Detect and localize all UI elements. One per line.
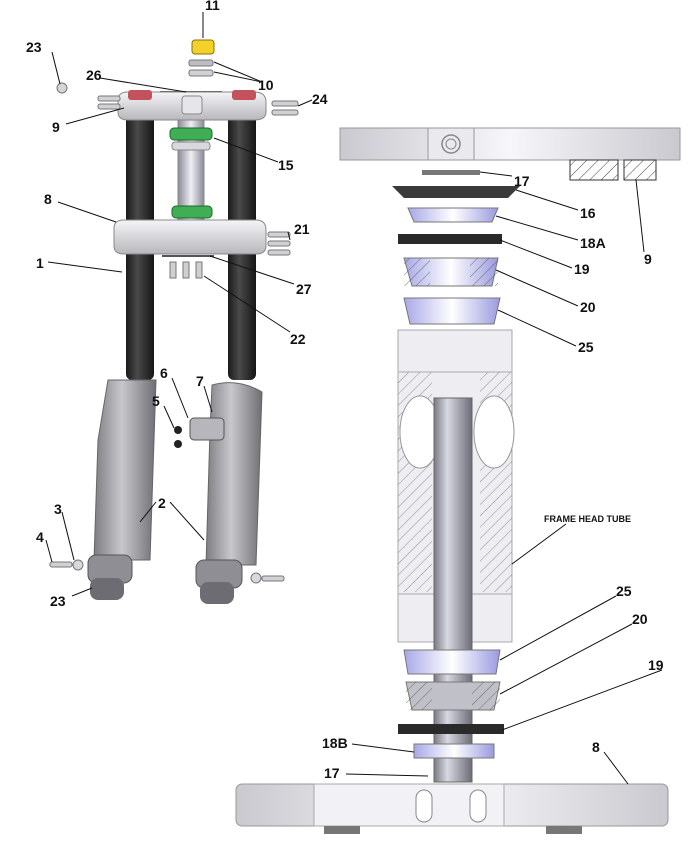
callout-17-bottom: 17: [324, 765, 340, 781]
callout-18a: 18A: [580, 235, 606, 251]
callout-20-top: 20: [580, 299, 596, 315]
bracket-bolt: [174, 440, 182, 448]
callout-18b: 18B: [322, 735, 348, 751]
callout-9-right: 9: [644, 251, 652, 267]
clamp-bolt-part: [97, 95, 121, 102]
stem-bearing-bottom: [171, 205, 213, 219]
callout-25-bottom: 25: [616, 583, 632, 599]
leader-lines-left: [45, 12, 313, 597]
lower-clamp-bolt: [267, 231, 291, 238]
callout-24: 24: [312, 91, 328, 107]
stud-part: [182, 261, 190, 279]
callout-4: 4: [36, 529, 44, 545]
section-bottom-foot-left: [324, 826, 360, 834]
fork-assembly: [49, 39, 299, 604]
section-ring-19-lower: [398, 724, 504, 734]
axle-bolt-part: [261, 575, 285, 582]
callout-20-bottom: 20: [632, 611, 648, 627]
callout-10: 10: [258, 77, 274, 93]
section-race-18a: [407, 207, 499, 223]
lower-leg-right: [205, 382, 263, 566]
callout-23-top: 23: [26, 39, 42, 55]
cap-bolt-part: [56, 82, 68, 94]
axle-washer-part: [250, 572, 262, 584]
section-bottom-slot-left: [415, 789, 433, 823]
callout-27: 27: [296, 281, 312, 297]
stud-part: [169, 261, 177, 279]
foot-right: [200, 582, 234, 604]
nut-part: [188, 59, 214, 67]
section-clamp-hatch: [569, 159, 619, 181]
callout-7: 7: [196, 373, 204, 389]
callout-26: 26: [86, 67, 102, 83]
stem-bearing-top: [169, 127, 213, 141]
callout-21: 21: [294, 221, 310, 237]
section-bearing-20-hatch-l: [404, 258, 430, 286]
section-bearing-20-hatch-r: [470, 258, 498, 286]
stud-part: [195, 261, 203, 279]
section-bearing-20-lower-hatch-r: [472, 682, 500, 710]
bracket-bolt: [174, 426, 182, 434]
clamp-bolt-part: [271, 109, 299, 116]
clamp-bolt-part: [97, 103, 121, 110]
section-cup-25: [403, 297, 501, 325]
callouts-left: 11 10 26 23 9 24 15 8 21 1 27 22 6 7 5 2…: [26, 0, 328, 609]
bracket-part: [189, 417, 225, 441]
callout-23-bottom: 23: [50, 593, 66, 609]
section-washer-17: [422, 170, 480, 175]
lower-clamp-bolt: [267, 240, 291, 247]
section-cup-25-lower: [403, 649, 501, 675]
section-top-clamp-bore: [441, 134, 461, 154]
section-seal-16: [392, 186, 520, 198]
callout-15: 15: [278, 157, 294, 173]
callout-8-left: 8: [44, 191, 52, 207]
section-top-clamp: [339, 127, 681, 161]
section-ring-19: [398, 234, 502, 244]
callout-1: 1: [36, 255, 44, 271]
top-clamp-boss: [181, 95, 203, 115]
callout-3: 3: [54, 501, 62, 517]
section-steering-shaft: [433, 397, 473, 783]
section-bottom-foot-right: [546, 826, 582, 834]
lower-clamp-bolt: [267, 249, 291, 256]
callout-11: 11: [205, 0, 220, 13]
callout-8-right: 8: [592, 739, 600, 755]
callouts-right: 17 16 18A 19 9 20 25 FRAME HEAD TUBE 25 …: [322, 173, 664, 781]
callout-19-bottom: 19: [648, 657, 664, 673]
top-cap-part: [191, 39, 215, 55]
steering-head-section: [235, 127, 681, 834]
section-clamp-hatch: [623, 159, 657, 181]
callout-5: 5: [152, 393, 160, 409]
frame-head-tube-label: FRAME HEAD TUBE: [544, 514, 631, 524]
frame-window-right: [473, 395, 515, 469]
leader-lines-right: [345, 171, 663, 785]
axle-washer-part: [72, 559, 84, 571]
washer-part: [188, 69, 214, 77]
callout-16: 16: [580, 205, 596, 221]
foot-left: [90, 578, 124, 600]
top-clamp-cap-right: [232, 90, 256, 100]
top-clamp-cap-left: [128, 90, 152, 100]
callout-17-top: 17: [514, 173, 530, 189]
section-top-clamp-bore-inner: [445, 138, 457, 150]
callout-22: 22: [290, 331, 306, 347]
callout-2: 2: [158, 495, 166, 511]
callout-25-top: 25: [578, 339, 594, 355]
lower-leg-left: [93, 379, 157, 561]
section-race-18b: [413, 743, 495, 759]
callout-9-left: 9: [52, 119, 60, 135]
bottom-clamp-part: [113, 219, 267, 255]
section-top-clamp-boss: [427, 127, 475, 161]
callout-6: 6: [160, 365, 168, 381]
callout-19-top: 19: [574, 261, 590, 277]
stem-spacer: [171, 141, 211, 151]
axle-bolt-part: [49, 561, 73, 568]
section-bearing-20-lower-hatch-l: [406, 682, 432, 710]
section-bottom-slot-right: [469, 789, 487, 823]
clamp-bolt-part: [271, 100, 299, 107]
